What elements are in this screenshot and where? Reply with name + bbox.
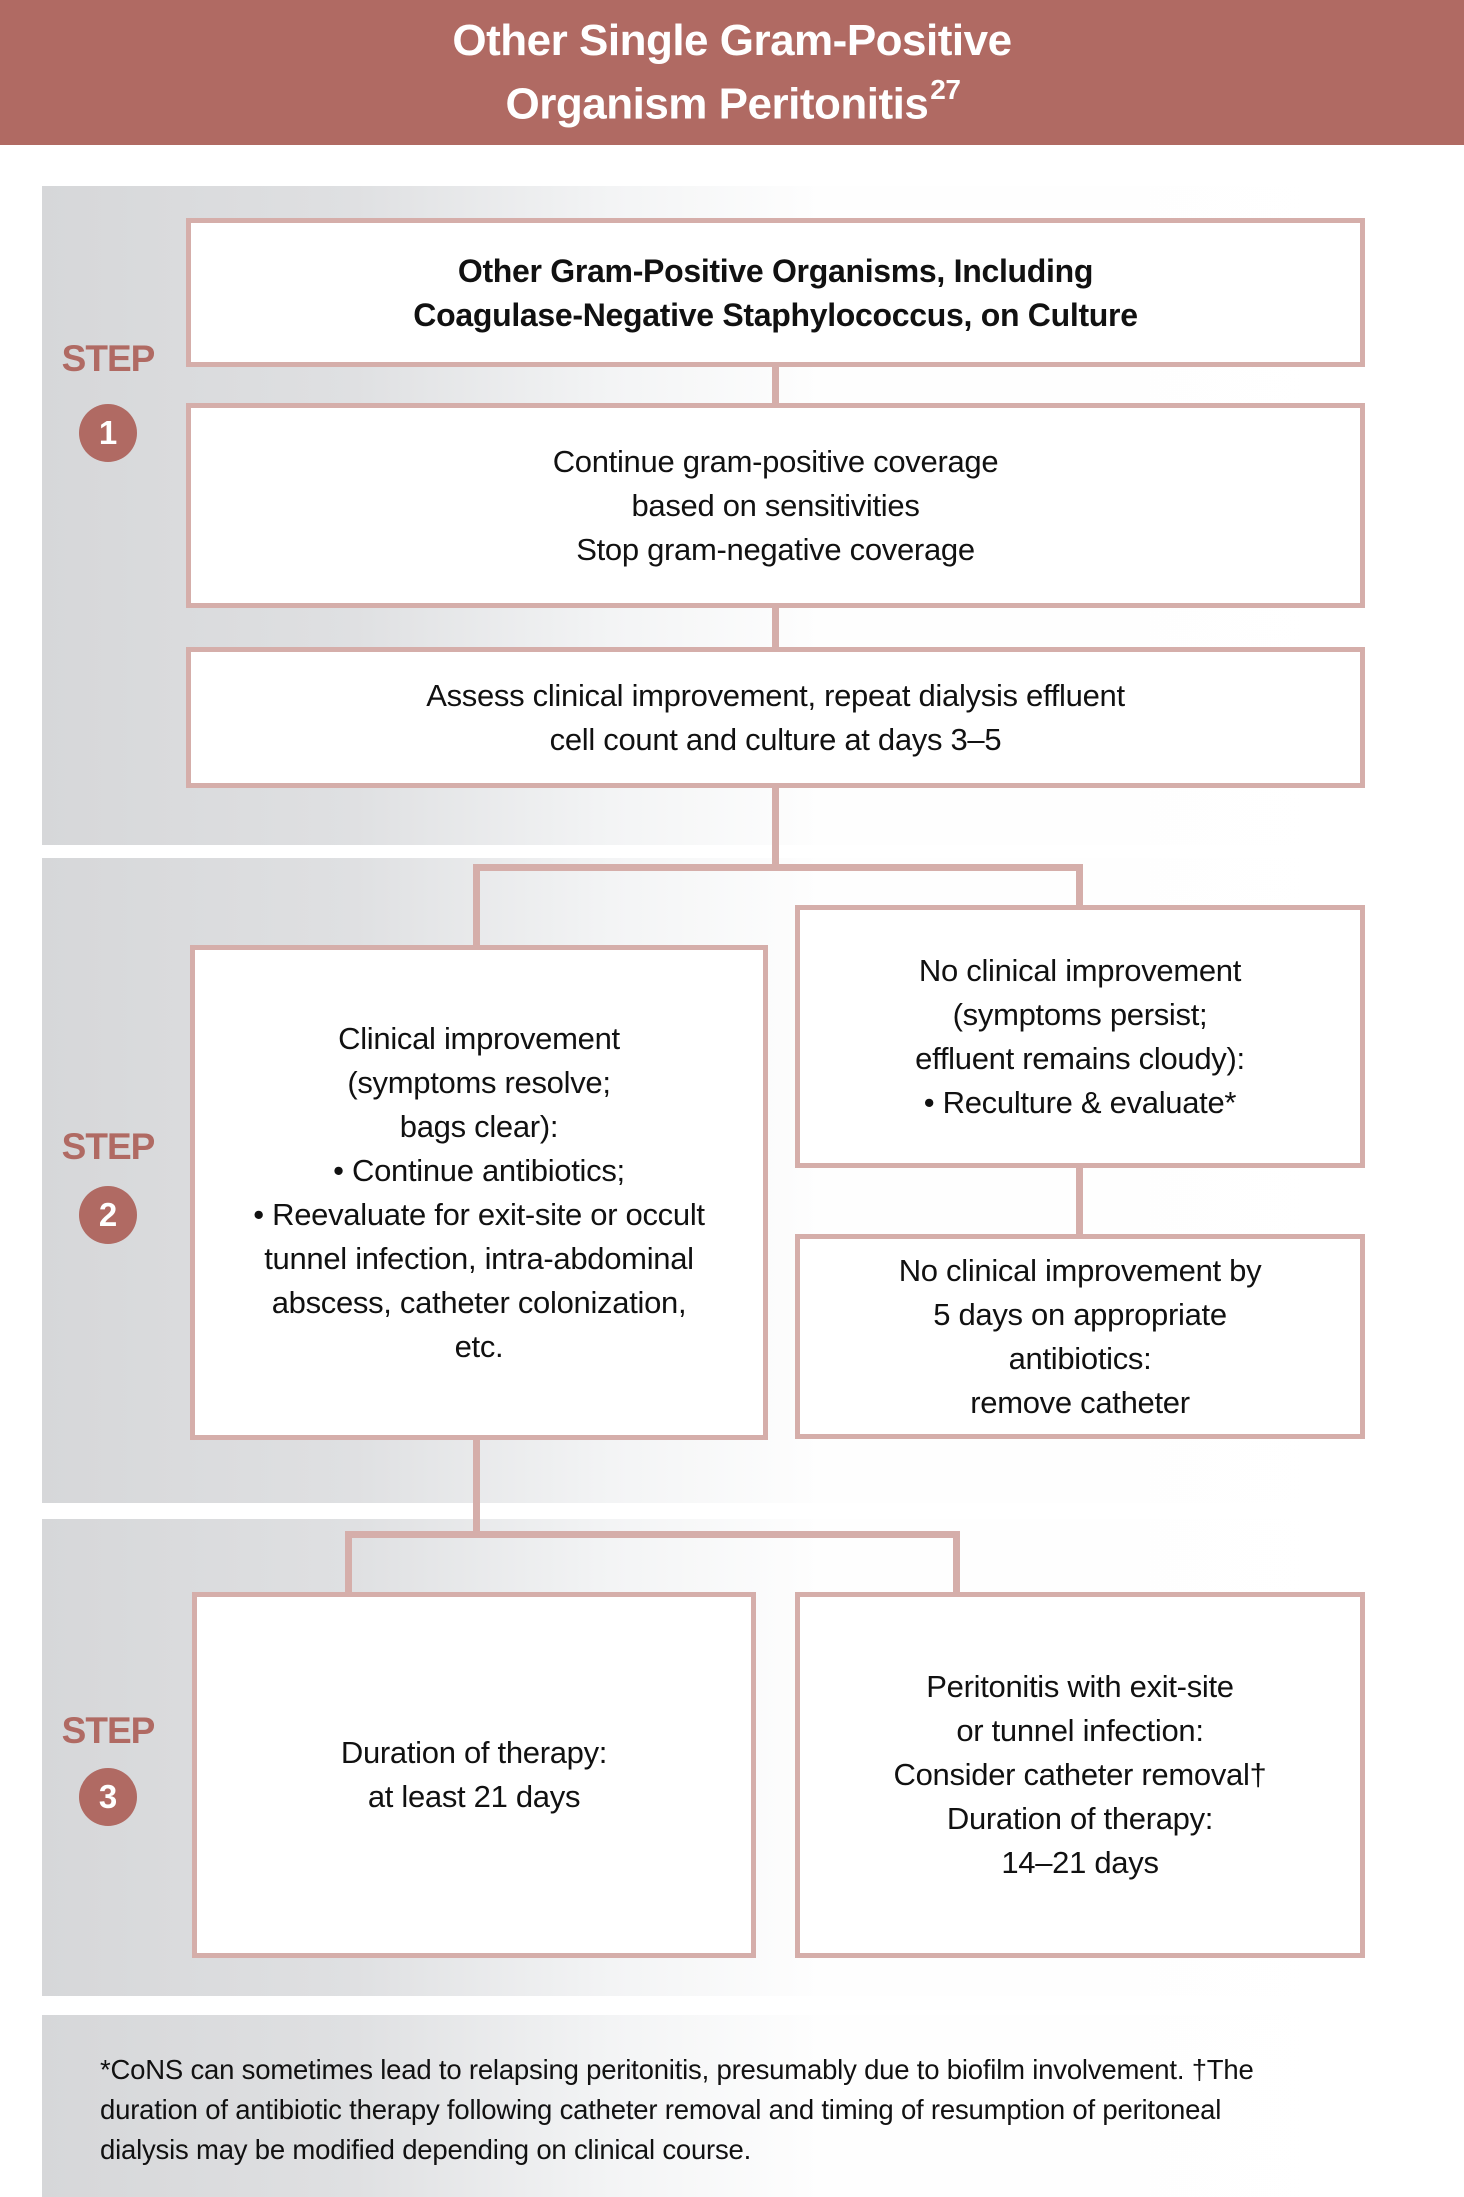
title-banner: Other Single Gram-Positive Organism Peri… <box>0 0 1464 145</box>
coverage-box: Continue gram-positive coverage based on… <box>186 403 1365 608</box>
step1-number-badge: 1 <box>79 404 137 462</box>
step3-number-badge: 3 <box>79 1768 137 1826</box>
branch-stub-no-improvement <box>1076 864 1083 908</box>
branch-stub-exit-site <box>953 1531 960 1594</box>
step2-number-badge: 2 <box>79 1186 137 1244</box>
no-clinical-improvement-box: No clinical improvement (symptoms persis… <box>795 905 1365 1168</box>
step1-label: STEP <box>61 338 156 379</box>
page-title-line2-text: Organism Peritonitis <box>505 79 929 129</box>
branch-line-step3 <box>345 1531 960 1538</box>
page-title-line2: Organism Peritonitis27 <box>505 67 961 131</box>
step3-label: STEP <box>61 1710 156 1751</box>
footnote-text: *CoNS can sometimes lead to relapsing pe… <box>100 2054 1254 2165</box>
assess-box: Assess clinical improvement, repeat dial… <box>186 647 1365 788</box>
branch-line-step2 <box>473 864 1083 871</box>
clinical-improvement-box: Clinical improvement (symptoms resolve; … <box>190 945 768 1440</box>
footnote-panel <box>42 2015 1464 2197</box>
step2-label: STEP <box>61 1126 156 1167</box>
culture-box: Other Gram-Positive Organisms, Including… <box>186 218 1365 367</box>
reference-superscript: 27 <box>930 74 961 106</box>
connector-coverage-to-assess <box>772 606 779 650</box>
no-improvement-5days-box: No clinical improvement by 5 days on app… <box>795 1234 1365 1439</box>
connector-culture-to-coverage <box>772 366 779 406</box>
branch-stub-improvement <box>473 864 480 948</box>
page-title-line1: Other Single Gram-Positive <box>452 16 1012 66</box>
branch-stub-duration <box>345 1531 352 1594</box>
connector-improvement-to-step3 <box>473 1438 480 1536</box>
connector-noimprove-to-5day <box>1076 1166 1083 1236</box>
connector-assess-to-branch <box>772 786 779 868</box>
duration-of-therapy-box: Duration of therapy: at least 21 days <box>192 1592 756 1958</box>
exit-site-infection-box: Peritonitis with exit-site or tunnel inf… <box>795 1592 1365 1958</box>
